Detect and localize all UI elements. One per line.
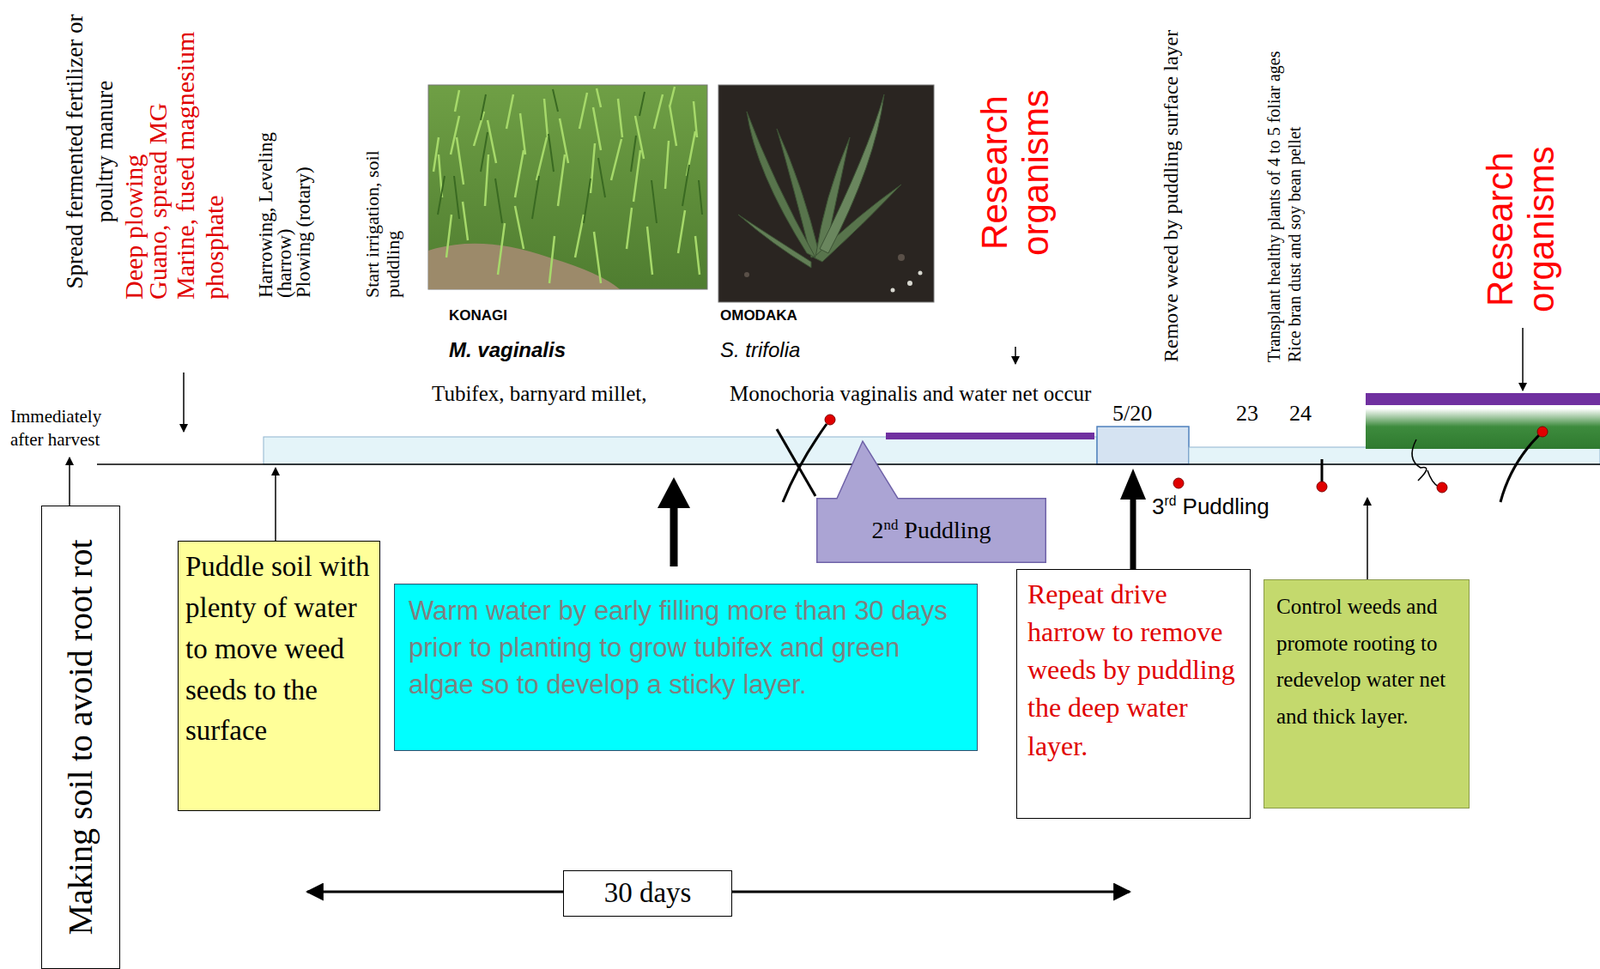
leaf xyxy=(746,111,816,258)
box-text: 30 days xyxy=(604,876,692,911)
period-bar xyxy=(885,432,1095,440)
pointer-arrow xyxy=(1014,346,1017,364)
water-band xyxy=(263,436,1097,465)
soil-speck xyxy=(744,272,750,278)
period-bar xyxy=(1365,393,1600,406)
soil-speck xyxy=(890,288,896,293)
date-label: 5/20 xyxy=(1112,401,1152,425)
step-note: Harrowing, Leveling (harrow) xyxy=(256,121,295,298)
timeline-axis xyxy=(96,463,1600,466)
soil-speck xyxy=(918,271,923,276)
note-box: Warm water by early filling more than 30… xyxy=(393,583,978,752)
box-text: Control weeds and promote rooting to red… xyxy=(1276,588,1457,735)
thick-arrow-shaft xyxy=(670,504,679,567)
pointer-arrow xyxy=(1366,497,1369,580)
photo-caption: KONAGI xyxy=(448,307,508,325)
organism-note: Tubifex, barnyard millet, xyxy=(431,381,647,407)
step-note: Rice bran dust and soy bean pellet xyxy=(1284,127,1305,363)
seed-dot xyxy=(1436,482,1448,493)
step-note: Transplant healthy plants of 4 to 5 foli… xyxy=(1263,50,1285,363)
root-loop xyxy=(1412,439,1427,481)
step-note: Plowing (rotary) xyxy=(294,166,314,298)
seed-dot xyxy=(1173,478,1184,489)
seed-dot xyxy=(824,414,836,425)
thick-arrow-head xyxy=(657,477,691,509)
research-note: Research organisms xyxy=(1479,139,1563,320)
species-name: S. trifolia xyxy=(720,338,800,364)
leaf xyxy=(819,94,885,254)
pointer-arrow xyxy=(68,457,71,506)
note-box: Puddle soil with plenty of water to move… xyxy=(177,540,381,812)
weed-photo xyxy=(718,84,934,303)
grass-blades xyxy=(437,89,703,224)
box-text: Warm water by early filling more than 30… xyxy=(408,593,964,704)
step-note: Start irrigation, soil puddling xyxy=(362,126,404,298)
photo-caption: OMODAKA xyxy=(720,307,798,325)
box-text: Puddle soil with plenty of water to move… xyxy=(185,546,373,752)
date-label: 23 xyxy=(1236,401,1259,425)
weed-photo xyxy=(428,84,708,290)
seedling-stem xyxy=(1500,435,1540,503)
pointer-arrow xyxy=(1521,327,1524,391)
step-note: Spread fermented fertilizer or poultry m… xyxy=(60,3,121,300)
water-band xyxy=(1188,447,1600,465)
thick-arrow-head xyxy=(1120,468,1146,500)
plant-stroke xyxy=(782,424,827,503)
rice-growth-band xyxy=(1365,408,1600,449)
box-text: Repeat drive harrow to remove weeds by p… xyxy=(1027,575,1240,765)
step-note: Remove weed by puddling surface layer xyxy=(1158,30,1183,363)
time-note: Immediately after harvest xyxy=(10,405,135,452)
note-box: Repeat drive harrow to remove weeds by p… xyxy=(1016,569,1251,819)
pointer-arrow xyxy=(274,467,277,541)
note-box: Control weeds and promote rooting to red… xyxy=(1263,579,1470,809)
duration-box: 30 days xyxy=(563,870,733,917)
vertical-note-box: Making soil to avoid root rot xyxy=(41,505,121,969)
species-name: M. vaginalis xyxy=(448,338,566,364)
seed-dot xyxy=(1316,481,1328,492)
pointer-arrow xyxy=(182,372,185,432)
seedling-stem xyxy=(1321,459,1324,483)
soil-speck xyxy=(897,254,905,261)
step-label: 3rd Puddling xyxy=(1151,493,1270,521)
puddling-block xyxy=(1096,426,1189,465)
callout-outline xyxy=(817,441,1047,563)
thick-arrow-shaft xyxy=(1130,496,1137,570)
soil-patch xyxy=(428,243,620,290)
callout-box: 2nd Puddling xyxy=(816,497,1047,564)
date-label: 24 xyxy=(1289,401,1312,425)
seed-dot xyxy=(1537,426,1548,437)
step-note: Guano, spread MG xyxy=(143,103,173,300)
box-text: 2nd Puddling xyxy=(872,515,992,546)
grass-blades xyxy=(433,86,700,284)
organism-note: Monochoria vaginalis and water net occur xyxy=(729,381,1091,407)
step-note: Marine, fused magnesium phosphate xyxy=(170,3,230,300)
research-note: Research organisms xyxy=(974,82,1057,263)
root-stroke xyxy=(1427,470,1439,487)
plant-stroke xyxy=(776,429,816,497)
soil-speck xyxy=(907,280,913,286)
vertical-box-text: Making soil to avoid root rot xyxy=(60,539,102,935)
